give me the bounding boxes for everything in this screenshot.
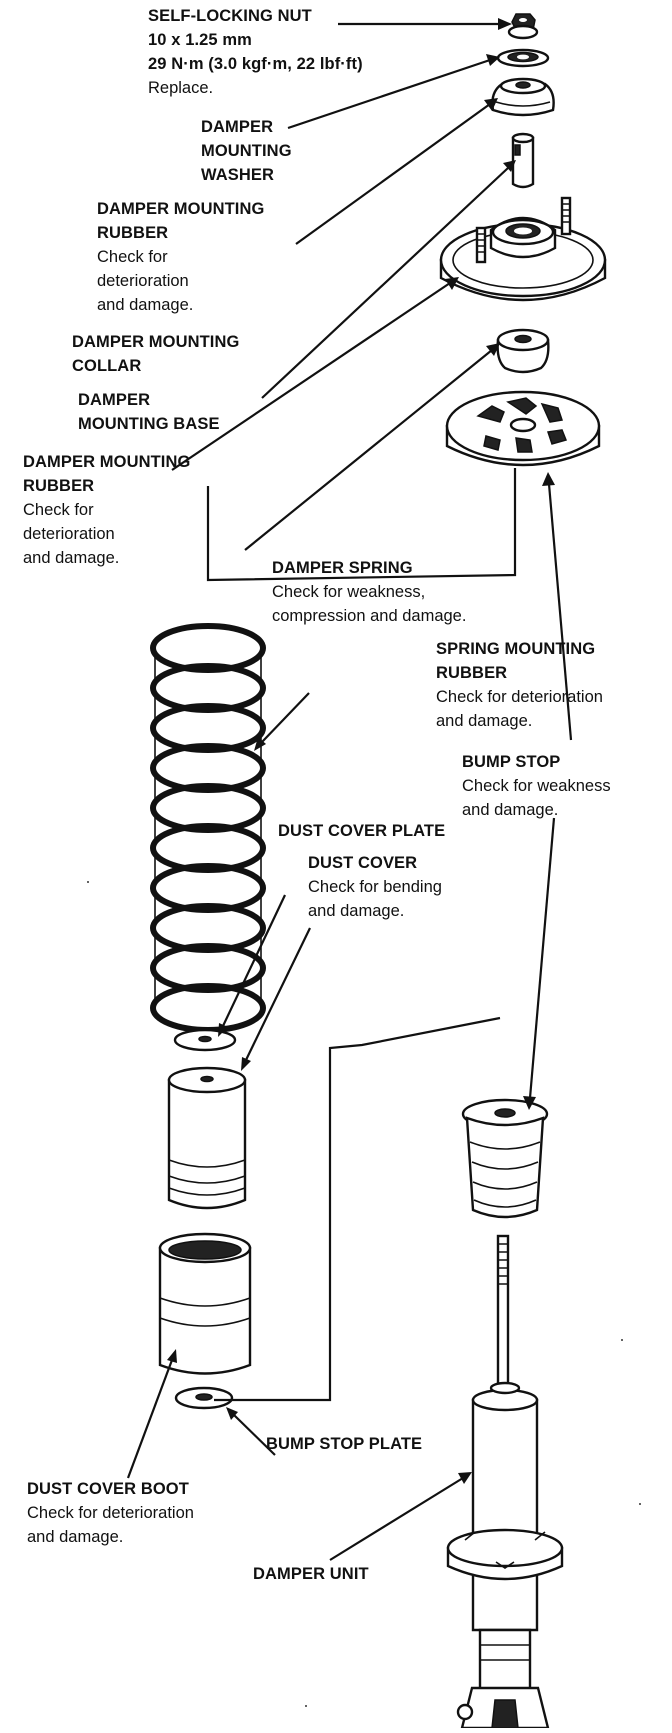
self-locking-nut-instruction: Replace.: [148, 79, 214, 97]
dust-cover-title: DUST COVER: [308, 854, 418, 872]
self-locking-nut-title: SELF-LOCKING NUT: [148, 7, 312, 25]
label-damper-mounting-rubber-lower: DAMPER MOUNTING RUBBER Check for deterio…: [23, 450, 190, 570]
self-locking-nut-size: 10 x 1.25 mm: [148, 31, 252, 49]
damper-mounting-rubber-upper-title-1: DAMPER MOUNTING: [97, 200, 265, 218]
damper-mounting-rubber-lower-part: [496, 328, 550, 374]
label-damper-mounting-collar: DAMPER MOUNTING COLLAR: [72, 330, 239, 378]
damper-mounting-collar-part: [511, 132, 535, 189]
damper-mounting-rubber-lower-title-2: RUBBER: [23, 477, 95, 495]
label-dust-cover-boot: DUST COVER BOOT Check for deterioration …: [27, 1477, 194, 1549]
label-damper-mounting-base: DAMPER MOUNTING BASE: [78, 388, 220, 436]
damper-mounting-rubber-lower-note-3: and damage.: [23, 549, 120, 567]
damper-mounting-washer-part: [496, 48, 550, 68]
label-damper-unit: DAMPER UNIT: [253, 1562, 369, 1586]
dust-cover-plate-part: [173, 1028, 237, 1052]
bump-stop-plate-part: [174, 1386, 234, 1410]
damper-mounting-rubber-lower-note-2: deterioration: [23, 525, 115, 543]
label-dust-cover-plate: DUST COVER PLATE: [278, 819, 445, 843]
label-self-locking-nut: SELF-LOCKING NUT 10 x 1.25 mm 29 N·m (3.…: [148, 4, 363, 100]
spring-mounting-rubber-title-1: SPRING MOUNTING: [436, 640, 596, 658]
spring-mounting-rubber-note-2: and damage.: [436, 712, 533, 730]
damper-mounting-rubber-upper-note-2: deterioration: [97, 272, 189, 290]
label-dust-cover: DUST COVER Check for bending and damage.: [308, 851, 442, 923]
dust-cover-note-1: Check for bending: [308, 878, 442, 896]
bump-stop-part: [461, 1098, 549, 1219]
dust-cover-boot-note-1: Check for deterioration: [27, 1504, 194, 1522]
label-bump-stop-plate: BUMP STOP PLATE: [266, 1432, 422, 1456]
self-locking-nut-part: [507, 13, 539, 40]
label-damper-mounting-rubber-upper: DAMPER MOUNTING RUBBER Check for deterio…: [97, 197, 264, 317]
bump-stop-title: BUMP STOP: [462, 753, 561, 771]
damper-spring-part: [150, 623, 266, 1033]
damper-mounting-rubber-upper-title-2: RUBBER: [97, 224, 169, 242]
label-spring-mounting-rubber: SPRING MOUNTING RUBBER Check for deterio…: [436, 637, 603, 733]
damper-unit-title: DAMPER UNIT: [253, 1565, 369, 1583]
damper-mounting-base-part: [439, 196, 607, 302]
damper-mounting-rubber-lower-title-1: DAMPER MOUNTING: [23, 453, 191, 471]
label-bump-stop: BUMP STOP Check for weakness and damage.: [462, 750, 611, 822]
dust-cover-boot-part: [158, 1232, 252, 1375]
bump-stop-note-1: Check for weakness: [462, 777, 611, 795]
damper-spring-title: DAMPER SPRING: [272, 559, 413, 577]
spring-mounting-rubber-note-1: Check for deterioration: [436, 688, 603, 706]
damper-mounting-base-title-2: MOUNTING BASE: [78, 415, 220, 433]
damper-mounting-washer-title-1: DAMPER: [201, 118, 274, 136]
spring-mounting-rubber-part: [445, 390, 601, 467]
self-locking-nut-torque: 29 N·m (3.0 kgf·m, 22 lbf·ft): [148, 55, 363, 73]
damper-unit-part: [446, 1234, 564, 1730]
dust-cover-plate-title: DUST COVER PLATE: [278, 822, 446, 840]
dust-cover-part: [167, 1066, 247, 1210]
dust-cover-note-2: and damage.: [308, 902, 405, 920]
damper-mounting-rubber-upper-part: [491, 77, 555, 117]
label-damper-spring: DAMPER SPRING Check for weakness, compre…: [272, 556, 466, 628]
damper-mounting-collar-title-1: DAMPER MOUNTING: [72, 333, 240, 351]
damper-spring-note-2: compression and damage.: [272, 607, 467, 625]
dust-cover-boot-title: DUST COVER BOOT: [27, 1480, 189, 1498]
dust-cover-boot-note-2: and damage.: [27, 1528, 124, 1546]
spring-mounting-rubber-title-2: RUBBER: [436, 664, 508, 682]
damper-spring-note-1: Check for weakness,: [272, 583, 426, 601]
bump-stop-plate-title: BUMP STOP PLATE: [266, 1435, 423, 1453]
damper-mounting-rubber-upper-note-1: Check for: [97, 248, 168, 266]
damper-mounting-base-title-1: DAMPER: [78, 391, 151, 409]
damper-mounting-collar-title-2: COLLAR: [72, 357, 142, 375]
damper-mounting-rubber-upper-note-3: and damage.: [97, 296, 194, 314]
damper-mounting-washer-title-2: MOUNTING: [201, 142, 292, 160]
label-damper-mounting-washer: DAMPER MOUNTING WASHER: [201, 115, 292, 187]
bump-stop-note-2: and damage.: [462, 801, 559, 819]
damper-mounting-rubber-lower-note-1: Check for: [23, 501, 94, 519]
damper-mounting-washer-title-3: WASHER: [201, 166, 275, 184]
